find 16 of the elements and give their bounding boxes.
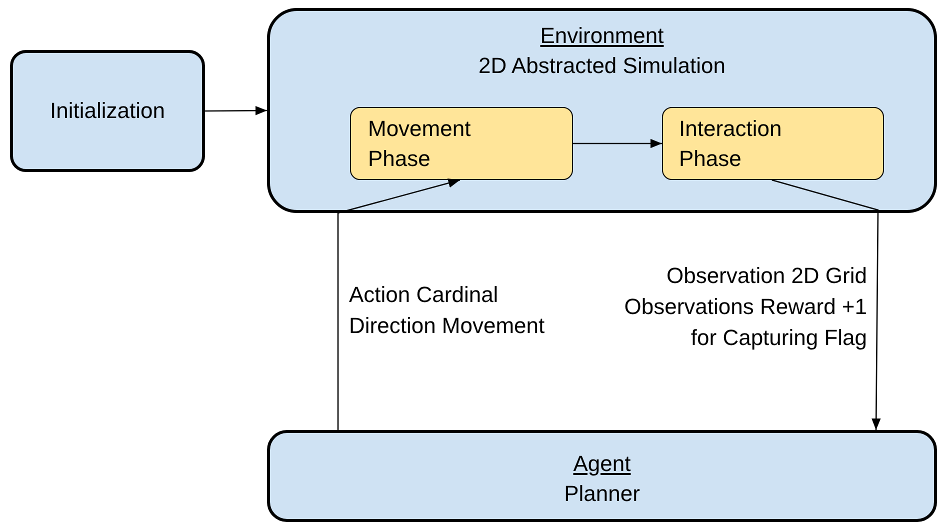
node-label: Planner: [563, 480, 641, 508]
node-label: Initialization: [50, 97, 165, 125]
phase-box: [662, 107, 884, 180]
arrow: [573, 138, 662, 148]
arrow: [772, 179, 881, 430]
environment-panel: [267, 8, 937, 213]
heading: Agent: [572, 450, 632, 478]
phase-box: [350, 107, 573, 180]
agent-box: [267, 430, 937, 522]
node-label: Movement Phase: [368, 115, 472, 173]
node-label: Interaction Phase: [679, 115, 783, 173]
node-label: 2D Abstracted Simulation: [477, 52, 727, 80]
arrow: [205, 106, 267, 116]
process-box: [10, 50, 205, 172]
arrow: [337, 178, 460, 430]
heading: Environment: [539, 22, 665, 50]
